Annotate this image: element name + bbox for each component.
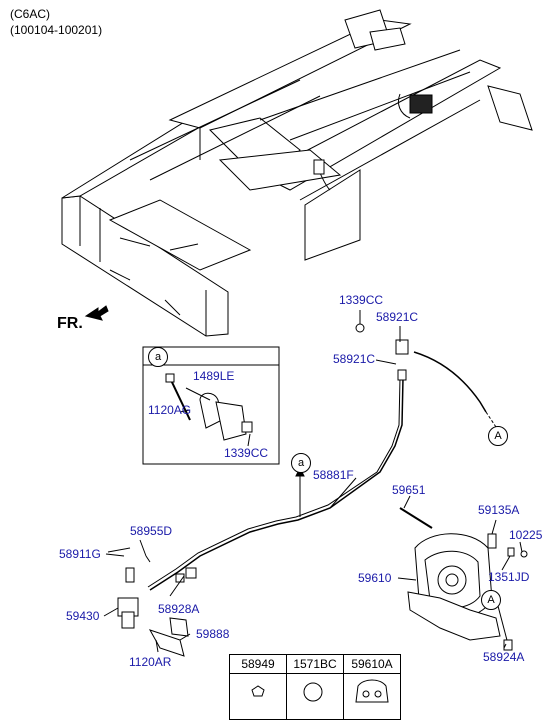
marker-a-upper: A bbox=[488, 426, 508, 446]
part-label-1489le[interactable]: 1489LE bbox=[193, 369, 235, 383]
part-label-59135a[interactable]: 59135A bbox=[478, 503, 520, 517]
part-label-58955d[interactable]: 58955D bbox=[130, 524, 173, 538]
chassis-frame bbox=[61, 9, 533, 337]
model-code: (C6AC) bbox=[10, 7, 51, 21]
parts-table-cell[interactable]: 59610A bbox=[344, 655, 400, 719]
parts-table-icons bbox=[251, 679, 389, 703]
part-label-59651[interactable]: 59651 bbox=[392, 483, 426, 497]
production-range: (100104-100201) bbox=[10, 23, 103, 37]
part-label-1120ag[interactable]: 1120AG bbox=[148, 403, 192, 417]
leader-lines bbox=[103, 310, 523, 653]
part-label-58921c[interactable]: 58921C bbox=[333, 352, 376, 366]
parts-table-header: 58949 bbox=[230, 655, 286, 674]
part-label-58921c-top[interactable]: 58921C bbox=[376, 310, 419, 324]
inset-a-marker: a bbox=[148, 347, 168, 367]
brake-assembly-right bbox=[399, 507, 528, 651]
marker-a-lower: A bbox=[481, 590, 501, 610]
parts-table: 58949 1571BC 59610A bbox=[229, 654, 401, 720]
parts-table-cell[interactable]: 1571BC bbox=[287, 655, 344, 719]
parts-table-cell[interactable]: 58949 bbox=[230, 655, 287, 719]
part-label-59888[interactable]: 59888 bbox=[196, 627, 230, 641]
part-label-10225[interactable]: 10225 bbox=[509, 528, 543, 542]
part-label-58911g[interactable]: 58911G bbox=[59, 547, 101, 561]
parts-table-header: 59610A bbox=[344, 655, 400, 674]
part-label-58881f[interactable]: 58881F bbox=[313, 468, 354, 482]
front-arrow-icon bbox=[84, 305, 109, 321]
part-label-58928a[interactable]: 58928A bbox=[158, 602, 200, 616]
part-label-1120ar[interactable]: 1120AR bbox=[129, 655, 172, 669]
part-label-1339cc-inset[interactable]: 1339CC bbox=[224, 446, 269, 460]
part-label-59430[interactable]: 59430 bbox=[66, 609, 100, 623]
inset-a-detail bbox=[142, 346, 280, 465]
cable-assembly bbox=[147, 323, 499, 591]
marker-a-cable: a bbox=[291, 453, 311, 473]
part-label-59610[interactable]: 59610 bbox=[358, 571, 392, 585]
parts-table-header: 1571BC bbox=[287, 655, 343, 674]
part-label-1339cc[interactable]: 1339CC bbox=[339, 293, 384, 307]
front-direction-label: FR. bbox=[57, 315, 83, 332]
part-label-58924a[interactable]: 58924A bbox=[483, 650, 525, 664]
part-label-1351jd[interactable]: 1351JD bbox=[488, 570, 530, 584]
